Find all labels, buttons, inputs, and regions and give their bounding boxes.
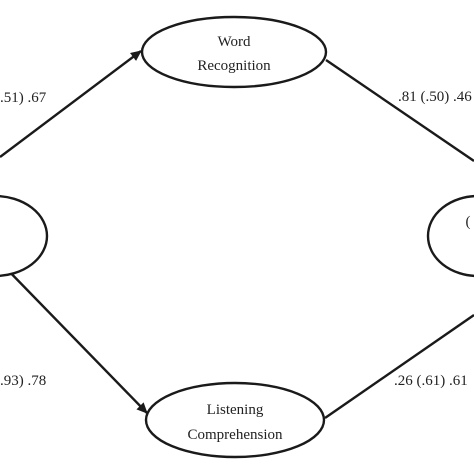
node-left-partial — [0, 194, 49, 278]
edge-label-left-to-word: .51) .67 — [0, 90, 47, 106]
arrow-line — [0, 50, 142, 158]
edge-word-recognition-to-right — [325, 59, 474, 162]
connector-line — [324, 314, 474, 419]
node-right-partial: ( — [426, 194, 474, 278]
node-label-line-2: Comprehension — [188, 427, 283, 443]
arrow-line — [0, 261, 148, 414]
ellipse-shape — [426, 194, 474, 278]
ellipse-shape — [144, 381, 326, 459]
ellipse-shape — [0, 194, 49, 278]
edge-listening-comprehension-to-right — [324, 314, 474, 419]
edge-label-word-to-right: .81 (.50) .46 — [398, 89, 472, 105]
node-listening-comprehension: Listening Comprehension — [144, 381, 326, 459]
edge-left-to-word-recognition — [0, 50, 142, 158]
node-label-line-1: Listening — [207, 402, 264, 418]
ellipse-shape — [140, 15, 328, 89]
edge-label-listening-to-right: .26 (.61) .61 — [394, 373, 468, 389]
node-label-line-1: Word — [218, 34, 251, 50]
edge-left-to-listening-comprehension — [0, 261, 148, 414]
node-label-partial: ( — [466, 214, 471, 230]
connector-line — [325, 59, 474, 162]
edge-label-left-to-listening: .93) .78 — [0, 373, 46, 389]
node-label-line-2: Recognition — [197, 58, 271, 74]
node-word-recognition: Word Recognition — [140, 15, 328, 89]
